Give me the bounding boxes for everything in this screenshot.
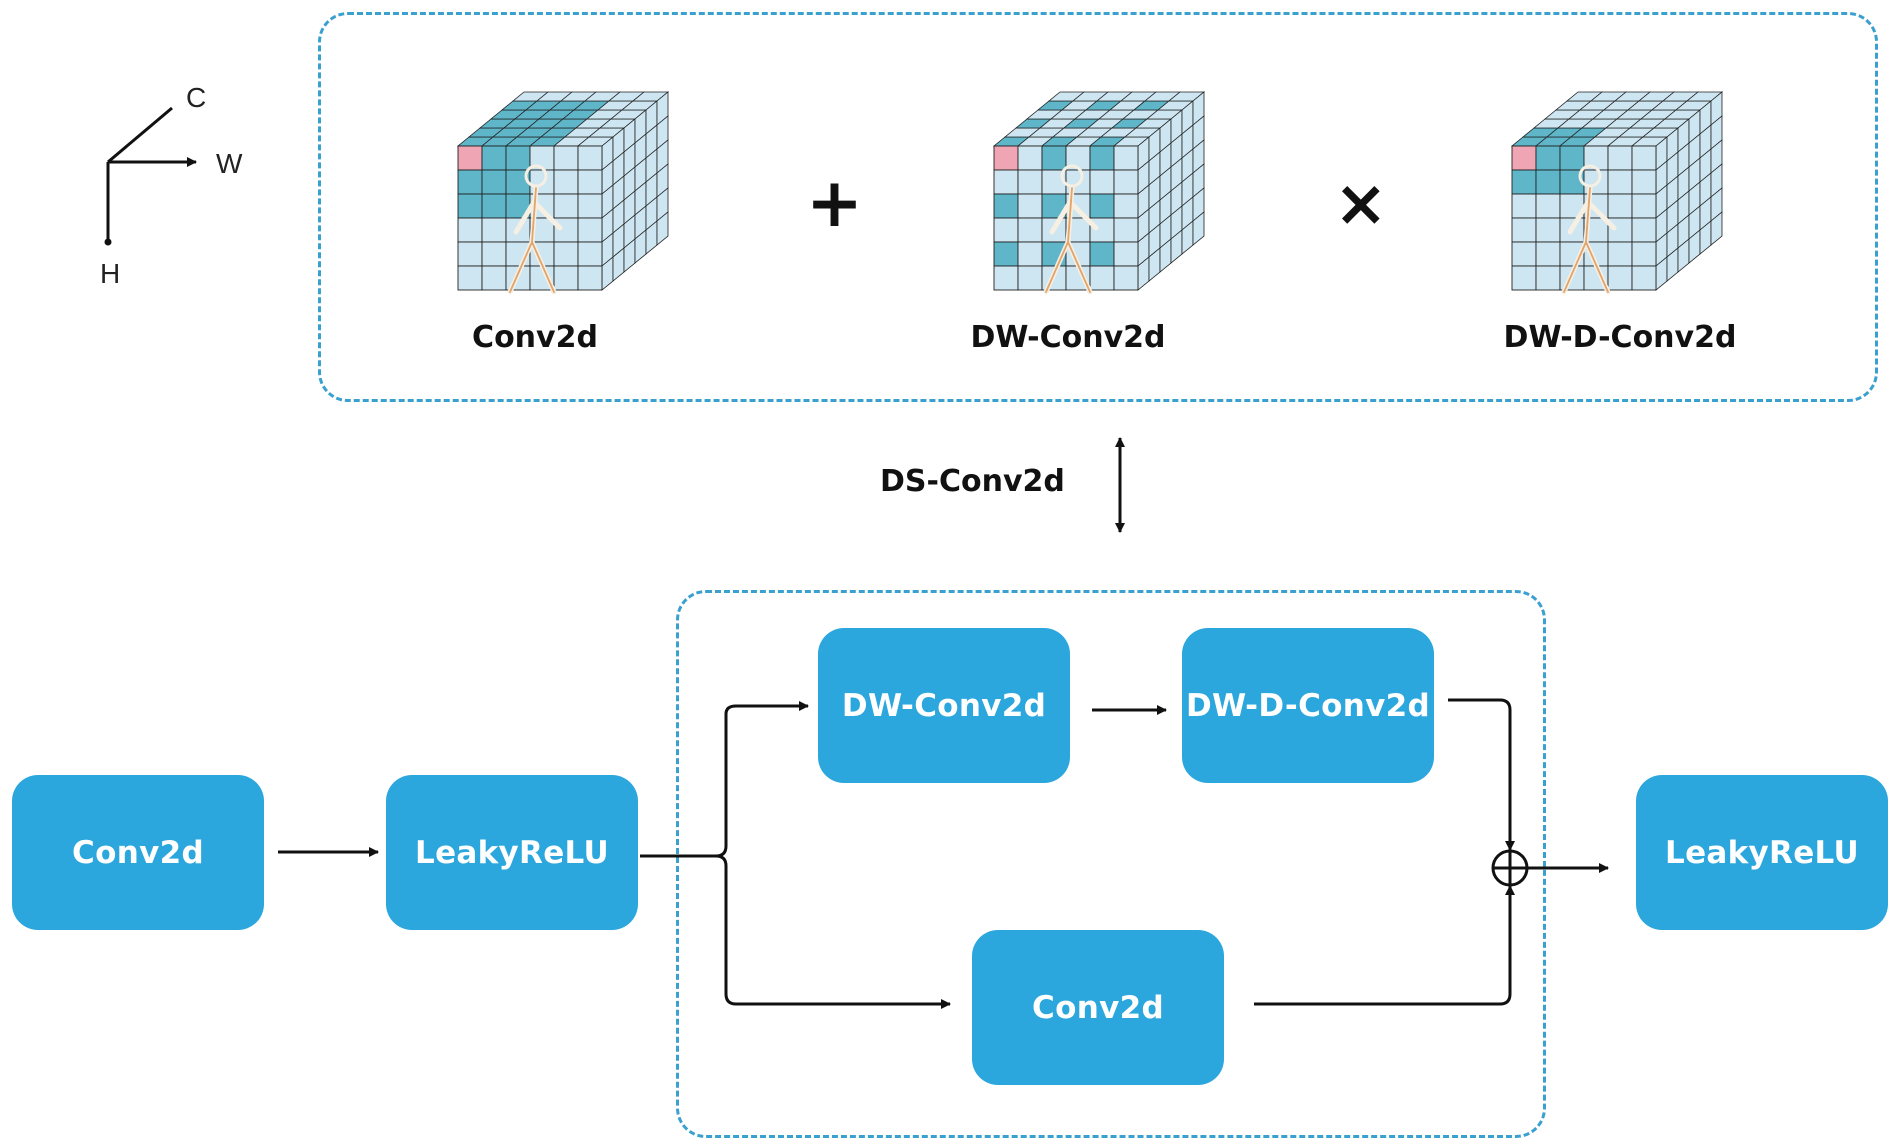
cube-conv xyxy=(456,91,670,295)
axis-c-label: C xyxy=(186,82,207,113)
top-panel-frame xyxy=(318,12,1878,402)
ds-conv2d-frame xyxy=(676,590,1546,1138)
leakyrelu-input-block: LeakyReLU xyxy=(386,775,638,930)
cube-label-dw-d-conv2d: DW-D-Conv2d xyxy=(1503,320,1737,355)
times-operator: × xyxy=(1334,167,1388,241)
cube-dwd xyxy=(1510,91,1724,295)
dw-d-conv2d-block: DW-D-Conv2d xyxy=(1182,628,1434,783)
flow-arrows xyxy=(278,698,1609,1009)
conv2d-input-block: Conv2d xyxy=(12,775,264,930)
axes-indicator xyxy=(104,106,197,246)
cube-dw xyxy=(992,91,1206,295)
axis-h-label: H xyxy=(100,258,121,289)
add-node xyxy=(1491,849,1529,887)
axis-w-label: W xyxy=(216,148,243,179)
plus-operator: + xyxy=(806,164,863,243)
cube-group xyxy=(456,91,1724,295)
dw-conv2d-block: DW-Conv2d xyxy=(818,628,1070,783)
conv2d-branch-block: Conv2d xyxy=(972,930,1224,1085)
cube-label-dw-conv2d: DW-Conv2d xyxy=(970,320,1166,355)
cube-label-conv2d: Conv2d xyxy=(472,320,598,355)
ds-conv2d-label: DS-Conv2d xyxy=(880,464,1065,499)
leakyrelu-output-block: LeakyReLU xyxy=(1636,775,1888,930)
